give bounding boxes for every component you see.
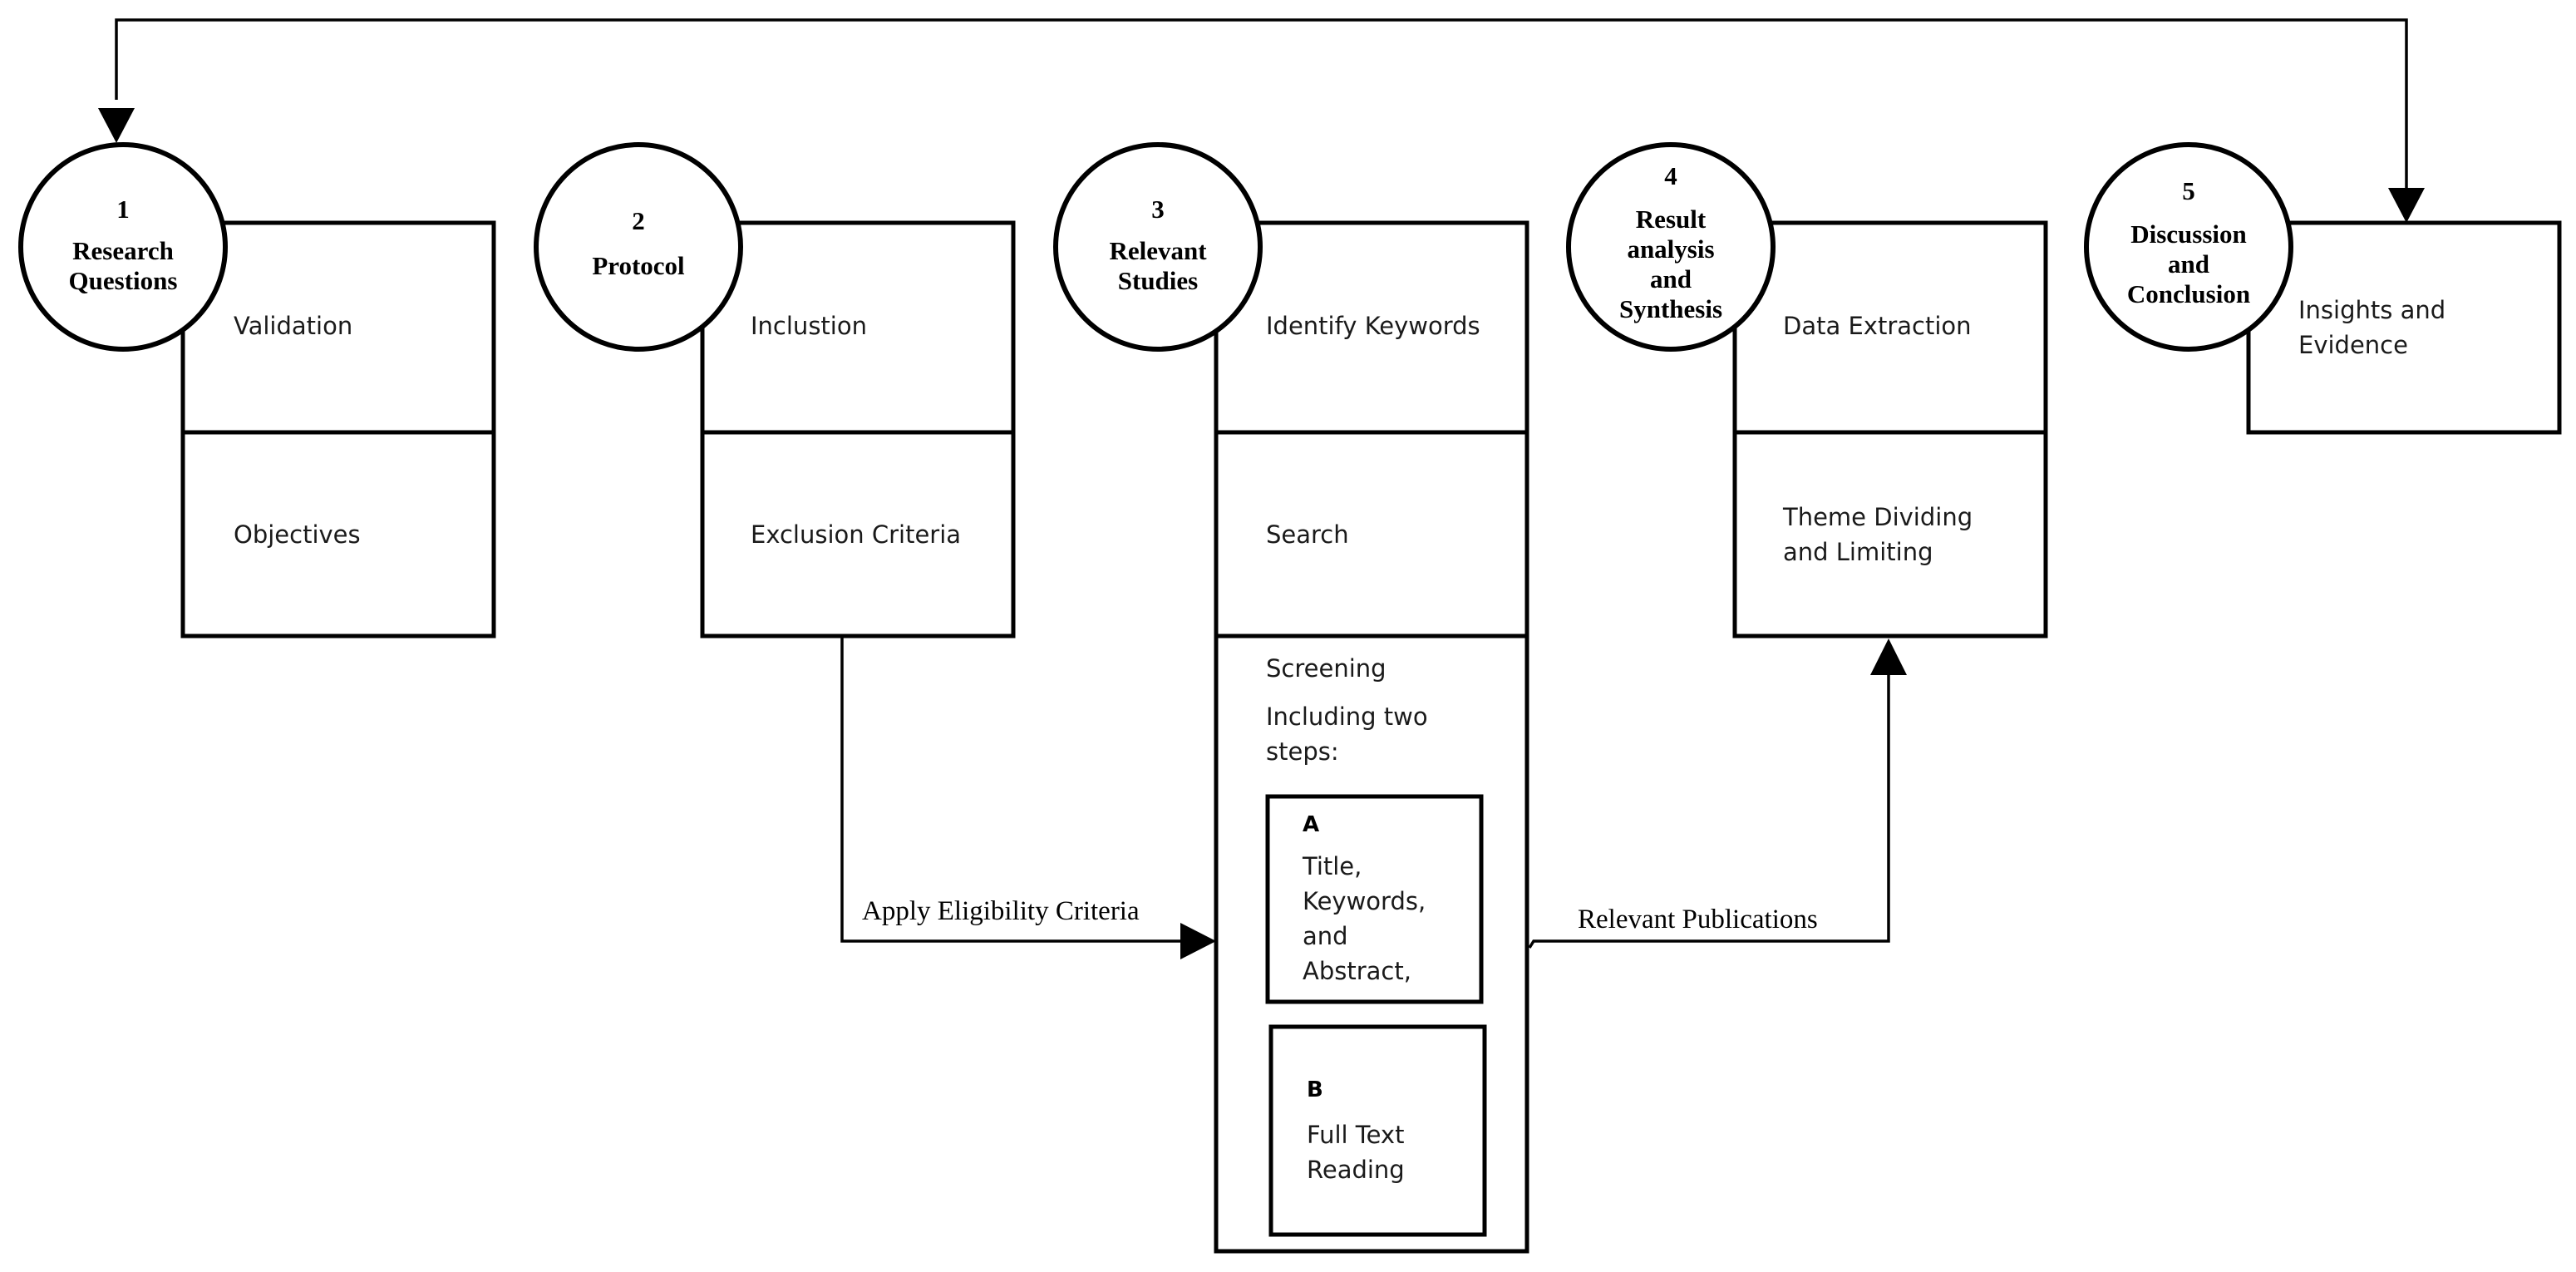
screening-intro-line1: Including two — [1266, 703, 1428, 731]
publications-connector: Relevant Publications — [1528, 638, 1907, 949]
step1-title-line1: Research — [72, 236, 174, 265]
step1-circle — [18, 142, 228, 352]
step4-circle — [1566, 142, 1776, 352]
step5-title-line3: Conclusion — [2127, 279, 2250, 308]
step2-number: 2 — [632, 206, 645, 235]
step2-title-line1: Protocol — [592, 251, 685, 280]
step3-search-box — [1214, 430, 1529, 638]
step5-insights-line2: Evidence — [2298, 331, 2408, 359]
step1-title-line2: Questions — [69, 266, 178, 295]
eligibility-arrowhead — [1180, 923, 1216, 959]
step4-theme-label-line2: and Limiting — [1783, 538, 1933, 566]
substep-b-line2: Reading — [1307, 1156, 1405, 1184]
screening-substep-b-box — [1268, 1024, 1487, 1237]
step3-keywords-label: Identify Keywords — [1266, 312, 1480, 340]
step5-title-line2: and — [2168, 249, 2209, 279]
step4-title-line4: Synthesis — [1619, 294, 1722, 323]
step1-validation-box — [180, 220, 496, 435]
step-1-research-questions: Validation Objectives 1 Research Questio… — [18, 142, 496, 638]
step4-title-line1: Result — [1636, 205, 1707, 234]
screening-intro-line2: steps: — [1266, 737, 1339, 766]
publications-label: Relevant Publications — [1578, 905, 1818, 934]
substep-b-letter: B — [1307, 1077, 1323, 1102]
feedback-arrowhead-step1 — [98, 108, 135, 143]
step2-exclusion-label: Exclusion Criteria — [751, 520, 961, 549]
step2-inclusion-box — [700, 220, 1016, 435]
substep-b-line1: Full Text — [1307, 1121, 1404, 1149]
step3-search-label: Search — [1266, 520, 1349, 549]
step1-objectives-box — [180, 430, 496, 638]
step-2-protocol: Inclustion Exclusion Criteria 2 Protocol — [534, 142, 1016, 638]
step5-number: 5 — [2182, 176, 2195, 205]
substep-a-letter: A — [1303, 812, 1319, 837]
step2-exclusion-box — [700, 430, 1016, 638]
step-4-result-analysis: Data Extraction Theme Dividing and Limit… — [1566, 142, 2048, 638]
publications-arrowhead — [1870, 638, 1907, 675]
step1-validation-label: Validation — [234, 312, 352, 340]
step3-title-line2: Studies — [1118, 266, 1198, 295]
step1-number: 1 — [116, 195, 130, 224]
step-5-discussion-conclusion: Insights and Evidence 5 Discussion and C… — [2084, 142, 2562, 435]
substep-a-line3: and — [1303, 922, 1348, 950]
step5-title-line1: Discussion — [2130, 219, 2247, 249]
step4-data-extraction-label: Data Extraction — [1783, 312, 1972, 340]
step4-theme-label-line1: Theme Dividing — [1782, 503, 1973, 531]
step4-title-line2: analysis — [1627, 234, 1714, 264]
substep-a-line1: Title, — [1302, 852, 1362, 880]
step2-inclusion-label: Inclustion — [751, 312, 867, 340]
substep-a-line4: Abstract, — [1303, 957, 1411, 985]
feedback-loop-connector — [98, 18, 2425, 223]
screening-substep-a-box — [1265, 794, 1484, 1004]
step3-number: 3 — [1151, 195, 1165, 224]
step4-title-line3: and — [1650, 264, 1692, 293]
screening-heading: Screening — [1266, 654, 1387, 683]
step5-insights-line1: Insights and — [2298, 296, 2445, 324]
feedback-arrowhead-step5 — [2388, 188, 2425, 223]
step2-circle — [534, 142, 743, 352]
step3-circle — [1053, 142, 1263, 352]
substep-a-line2: Keywords, — [1303, 887, 1426, 915]
step5-circle — [2084, 142, 2293, 352]
eligibility-connector: Apply Eligibility Criteria — [840, 636, 1216, 959]
step4-theme-box — [1732, 430, 2048, 638]
eligibility-label: Apply Eligibility Criteria — [862, 896, 1140, 926]
step1-objectives-label: Objectives — [234, 520, 361, 549]
step4-number: 4 — [1664, 161, 1677, 190]
step5-insights-box — [2246, 220, 2562, 435]
step3-title-line1: Relevant — [1109, 236, 1207, 265]
step-3-relevant-studies: Identify Keywords Search Screening Inclu… — [1053, 142, 1529, 1254]
